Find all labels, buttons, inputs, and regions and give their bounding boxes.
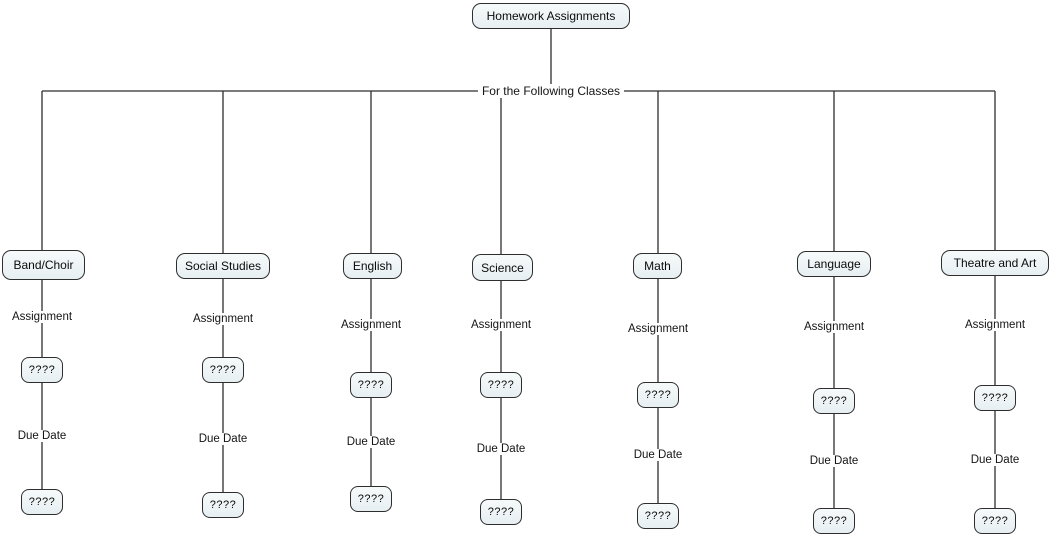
assignment-label: Assignment	[466, 319, 536, 331]
due-date-placeholder-node: ????	[813, 508, 855, 534]
class-node-english: English	[343, 253, 402, 279]
assignment-label: Assignment	[336, 319, 406, 331]
assignment-label: Assignment	[799, 321, 869, 333]
class-node-theatre-and-art: Theatre and Art	[941, 250, 1049, 276]
class-node-social-studies: Social Studies	[176, 253, 270, 279]
due-date-placeholder-node: ????	[974, 508, 1016, 534]
due-date-placeholder-node: ????	[350, 486, 392, 512]
due-date-label: Due Date	[194, 433, 252, 445]
due-date-label: Due Date	[629, 449, 687, 461]
assignment-placeholder-node: ????	[974, 385, 1016, 411]
assignment-placeholder-node: ????	[813, 388, 855, 414]
assignment-placeholder-node: ????	[202, 357, 244, 383]
class-node-math: Math	[633, 253, 682, 279]
assignment-label: Assignment	[188, 313, 258, 325]
class-node-science: Science	[472, 254, 533, 281]
assignment-label: Assignment	[623, 323, 693, 335]
due-date-placeholder-node: ????	[637, 503, 679, 529]
assignment-placeholder-node: ????	[637, 382, 679, 408]
due-date-label: Due Date	[472, 443, 530, 455]
assignment-placeholder-node: ????	[21, 357, 63, 383]
assignment-label: Assignment	[7, 311, 77, 323]
due-date-placeholder-node: ????	[21, 489, 63, 515]
assignment-placeholder-node: ????	[480, 372, 522, 398]
due-date-label: Due Date	[805, 455, 863, 467]
due-date-placeholder-node: ????	[202, 492, 244, 518]
root-node-homework-assignments: Homework Assignments	[472, 3, 630, 29]
due-date-label: Due Date	[342, 436, 400, 448]
due-date-label: Due Date	[966, 454, 1024, 466]
class-node-language: Language	[797, 251, 871, 277]
assignment-placeholder-node: ????	[350, 372, 392, 398]
due-date-placeholder-node: ????	[480, 499, 522, 525]
assignment-label: Assignment	[960, 319, 1030, 331]
branch-label-for-the-following-classes: For the Following Classes	[477, 84, 625, 98]
class-node-band-choir: Band/Choir	[2, 250, 85, 280]
due-date-label: Due Date	[13, 430, 71, 442]
